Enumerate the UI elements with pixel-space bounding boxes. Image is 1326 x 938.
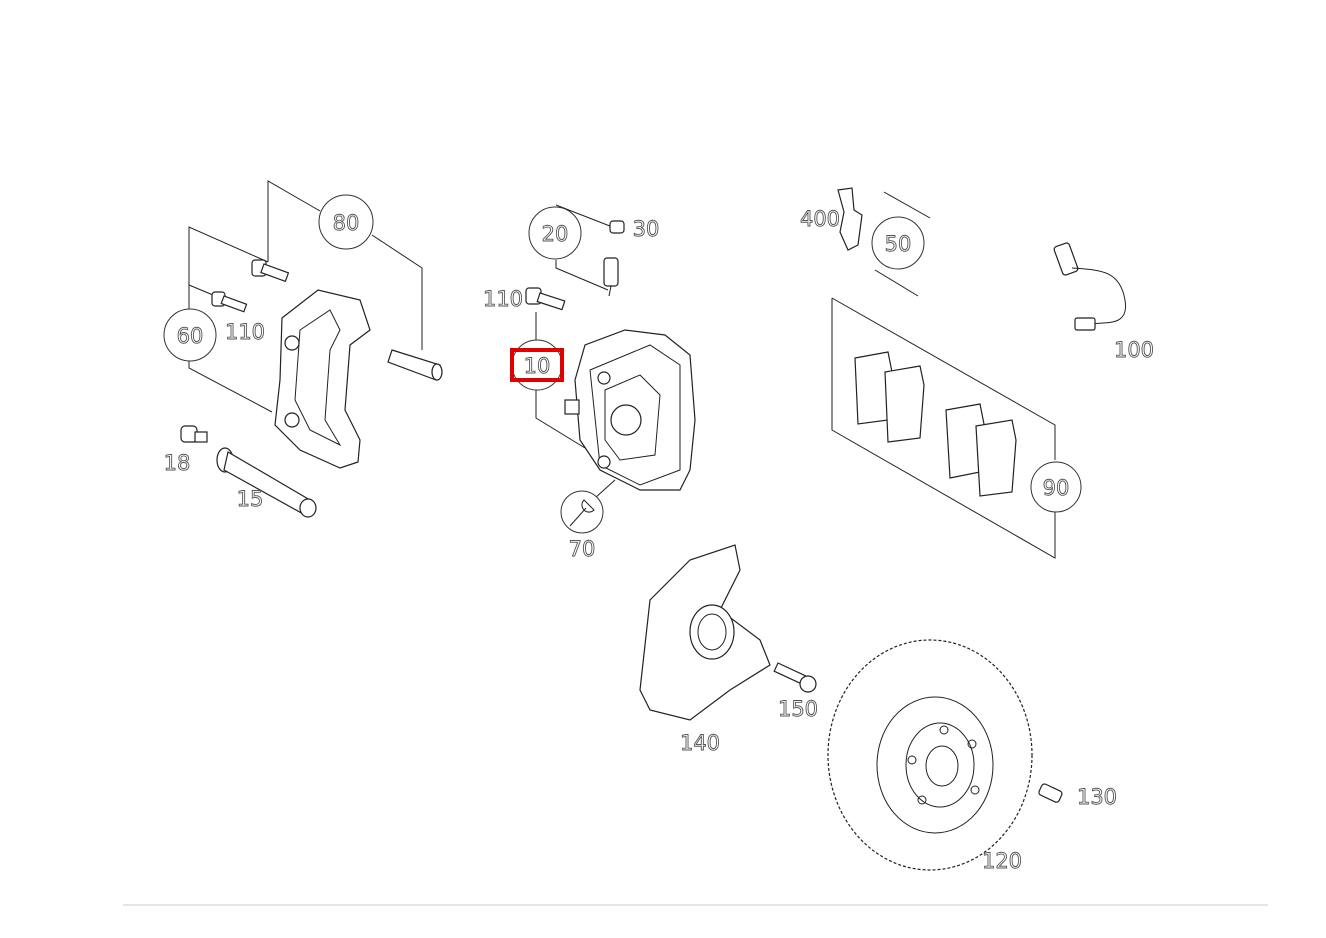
part-label-70[interactable]: 70	[568, 537, 596, 562]
selected-part-highlight	[510, 348, 564, 382]
brake-disc-120	[827, 639, 1033, 871]
part-label-140[interactable]: 140	[680, 731, 721, 756]
part-label-18[interactable]: 18	[163, 451, 191, 476]
screw-130	[1038, 783, 1063, 803]
part-label-50[interactable]: 50	[884, 232, 912, 257]
brake-caliper-10	[564, 329, 696, 491]
bolt-110-left-upper	[251, 259, 290, 283]
pad-retainer-400	[837, 187, 863, 251]
part-label-110-caliper[interactable]: 110	[483, 287, 524, 312]
callout-circle-80	[318, 194, 374, 250]
brake-pads-90	[854, 351, 1017, 497]
part-label-80[interactable]: 80	[332, 211, 360, 236]
part-label-110[interactable]: 110	[225, 320, 266, 345]
part-label-10[interactable]: 10	[523, 354, 551, 379]
part-label-100[interactable]: 100	[1114, 338, 1155, 363]
part-label-150[interactable]: 150	[778, 697, 819, 722]
wear-sensor-100	[1053, 242, 1126, 331]
part-label-130[interactable]: 130	[1077, 785, 1118, 810]
pin-50	[874, 191, 931, 297]
guide-sleeve-80	[387, 349, 443, 381]
part-label-400[interactable]: 400	[800, 207, 841, 232]
callout-circle-90	[1030, 461, 1082, 513]
callout-circle-50	[871, 216, 925, 270]
bushing-18	[180, 425, 208, 443]
caliper-bracket-60	[274, 289, 371, 469]
part-label-20[interactable]: 20	[541, 222, 569, 247]
part-label-30[interactable]: 30	[632, 217, 660, 242]
bleeder-screw-30	[609, 220, 625, 234]
guide-pin-15	[216, 447, 317, 518]
part-label-90[interactable]: 90	[1042, 476, 1070, 501]
splash-shield-140	[639, 544, 771, 721]
bolt-110-caliper	[525, 287, 566, 311]
bolt-150	[773, 662, 817, 693]
callout-circle-20	[528, 206, 582, 260]
part-label-60[interactable]: 60	[176, 324, 204, 349]
part-label-15[interactable]: 15	[236, 487, 264, 512]
callout-circle-60	[163, 308, 217, 362]
part-label-120[interactable]: 120	[982, 849, 1023, 874]
bleeder-valve	[603, 257, 619, 297]
bolt-110-left	[211, 291, 248, 313]
wrench-icon	[569, 499, 595, 527]
